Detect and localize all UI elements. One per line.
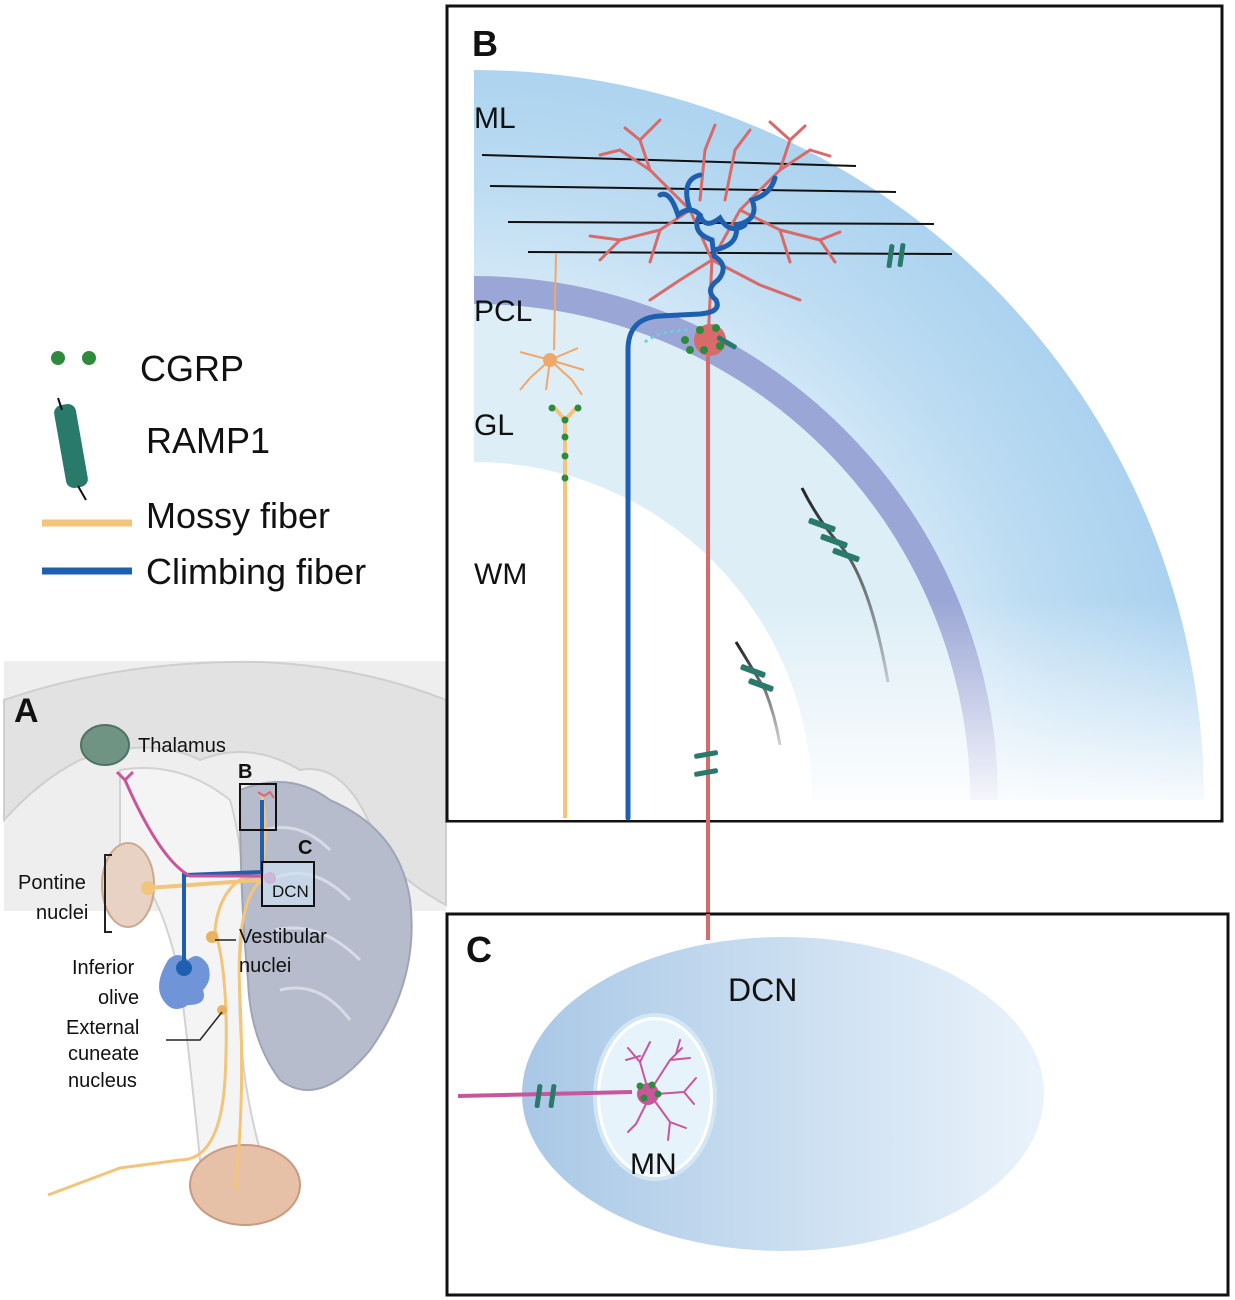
legend-mossy-label: Mossy fiber <box>146 495 330 536</box>
pcl-label: PCL <box>474 295 532 328</box>
gl-label: GL <box>474 409 514 442</box>
panel-a-letter: A <box>14 692 39 730</box>
panel-b-bottom-fade <box>449 600 1220 820</box>
myelinated-axon-2 <box>734 641 782 746</box>
pontine-label-2: nuclei <box>36 902 88 924</box>
panel-c-letter: C <box>466 929 492 970</box>
ramp1-receptor-icon <box>54 397 88 501</box>
cuneate-leader <box>166 1011 223 1041</box>
ml-label: ML <box>474 102 516 135</box>
external-label-3: nucleus <box>68 1070 137 1092</box>
cgrp-dot-icon <box>82 351 96 365</box>
pontine-nuclei-bracket <box>104 854 112 933</box>
spinal-cord-section <box>189 1144 301 1226</box>
inferior-label-1: Inferior <box>72 957 135 979</box>
cgrp-dot-icon <box>51 351 65 365</box>
vestibular-label-1: Vestibular <box>239 926 327 948</box>
panel-c: C DCN MN <box>445 912 1230 1297</box>
inset-box-b <box>239 783 277 831</box>
dcn-projection-axon <box>457 1090 633 1098</box>
inset-box-c <box>261 861 315 907</box>
cgrp-cluster-purkinje <box>681 324 724 354</box>
purkinje-dendrites <box>588 118 842 342</box>
mn-label: MN <box>630 1148 677 1181</box>
external-label-2: cuneate <box>68 1043 139 1065</box>
panel-a: A Thalamus B C DCN Pontine nuclei Vestib… <box>3 660 447 1226</box>
pontine-mossy-path <box>147 878 261 890</box>
mn-neuron-dendrites <box>625 1039 697 1141</box>
dcn-label: DCN <box>728 972 797 1008</box>
myelinated-axon-1 <box>800 487 890 683</box>
pontine-label-1: Pontine <box>18 872 86 894</box>
legend: CGRP RAMP1 Mossy fiber Climbing fiber <box>42 348 366 592</box>
thalamus-label: Thalamus <box>138 735 226 757</box>
legend-climbing-label: Climbing fiber <box>146 551 366 592</box>
mossy-fiber-path-a2 <box>233 878 263 1191</box>
purkinje-mini-icon <box>257 790 275 799</box>
ramp1-receptor-icon <box>534 1084 557 1109</box>
inferior-label-2: olive <box>98 987 139 1009</box>
ramp1-receptor-icon <box>740 664 774 692</box>
inferior-olive-region <box>159 955 210 1009</box>
legend-cgrp-label: CGRP <box>140 348 244 389</box>
climbing-fiber-path-a <box>182 800 264 968</box>
inset-b-label: B <box>238 761 252 783</box>
thalamic-terminal-icon <box>115 770 135 783</box>
external-cuneate-neuron <box>217 1005 227 1015</box>
inset-c-label: C <box>298 837 312 859</box>
cgrp-release-path <box>644 328 691 344</box>
legend-ramp1-label: RAMP1 <box>146 420 270 461</box>
vestibular-neuron <box>206 931 218 943</box>
pontine-neuron <box>141 881 155 895</box>
cgrp-cluster-mn <box>636 1081 662 1102</box>
ramp1-receptor-icon <box>886 243 906 269</box>
panel-b-letter: B <box>472 23 498 64</box>
dcn-small-label: DCN <box>272 882 309 901</box>
vestibular-label-2: nuclei <box>239 955 291 977</box>
external-label-1: External <box>66 1017 139 1039</box>
ramp1-receptor-icon <box>694 335 737 777</box>
granule-cell <box>519 253 585 396</box>
olive-neuron <box>176 960 192 976</box>
ramp1-receptor-icon <box>808 517 860 563</box>
granule-cell-soma <box>543 353 557 367</box>
climbing-fiber-path-b <box>625 172 778 821</box>
thalamic-projection-path <box>123 779 268 878</box>
wm-label: WM <box>474 558 527 591</box>
thalamus-region <box>80 724 130 766</box>
panel-b: B ML PCL GL WM <box>445 4 1224 958</box>
cgrp-cluster-mossy <box>548 404 582 482</box>
